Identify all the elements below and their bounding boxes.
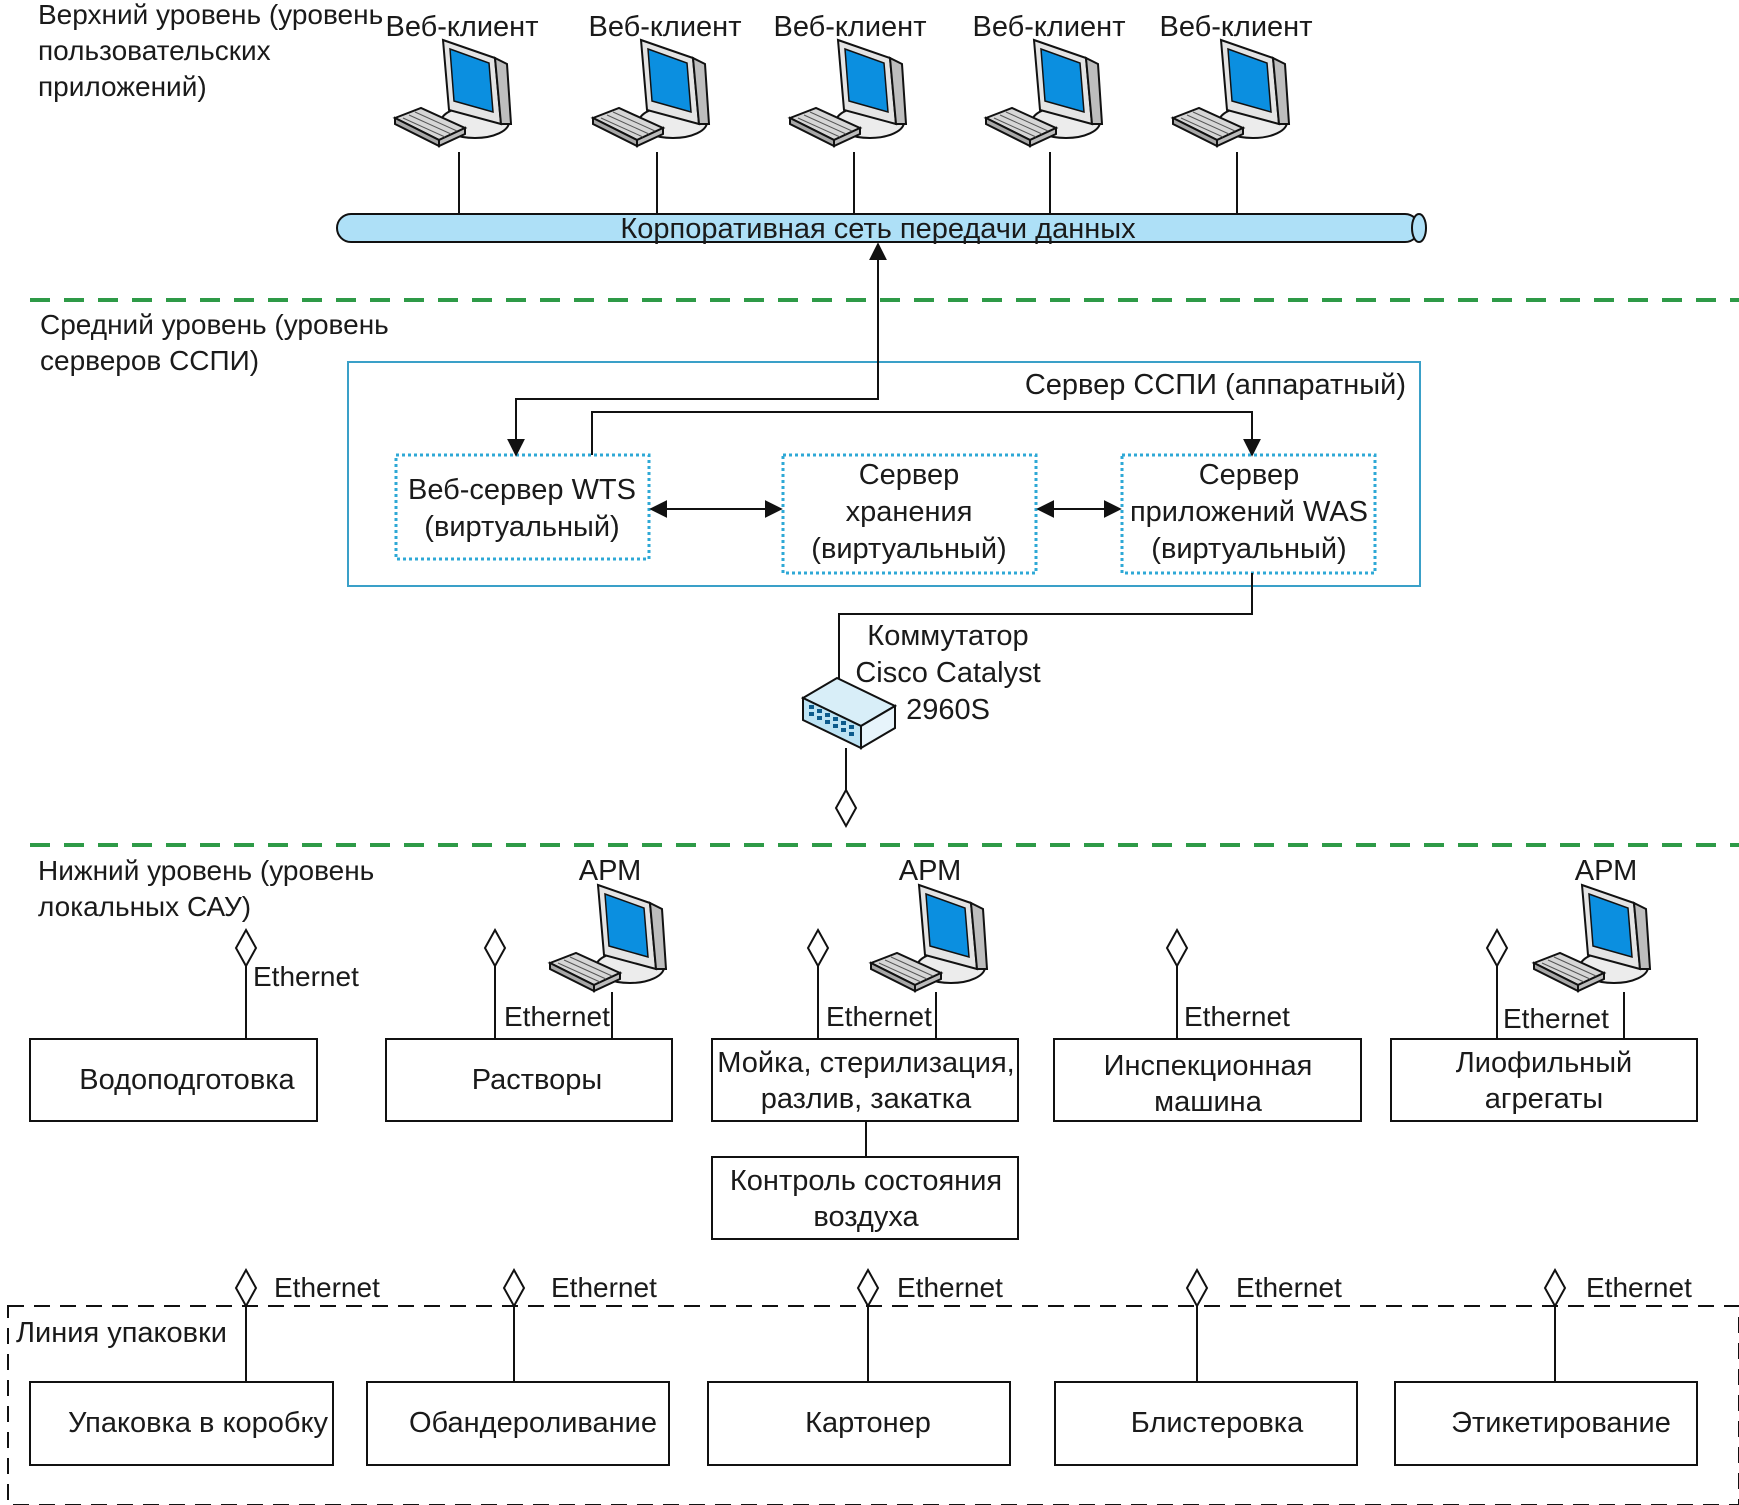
server-connectors	[507, 242, 1261, 690]
local-system-label: Водоподготовка	[79, 1064, 295, 1096]
bottom-level-caption: Нижний уровень (уровень локальных САУ)	[38, 855, 374, 922]
web-client-label: Веб-клиент	[386, 11, 539, 43]
local-system-box	[29, 1038, 318, 1122]
corporate-network-pipe	[336, 213, 1427, 243]
app-server-was-label: приложений WAS	[1130, 496, 1368, 528]
local-system-label: разлив, закатка	[761, 1083, 972, 1115]
packing-unit-label: Этикетирование	[1451, 1407, 1671, 1439]
top-level-caption-line: Верхний уровень (уровень	[38, 0, 383, 30]
switch-label: Коммутатор	[867, 620, 1028, 652]
web-server-wts-label: Веб-сервер WTS	[408, 474, 636, 506]
air-control-box	[711, 1156, 1019, 1240]
storage-server-label: (виртуальный)	[811, 533, 1006, 565]
ethernet-label: Ethernet	[253, 961, 359, 992]
packing-unit-box	[29, 1381, 334, 1466]
workstation-computer-icon	[1533, 884, 1651, 992]
local-ethernet-lines	[245, 966, 1625, 1039]
storage-server-box	[781, 453, 1038, 575]
connector-diamond-icon	[234, 927, 258, 969]
connector-diamond-icon	[856, 1267, 880, 1309]
web-client-label: Веб-клиент	[973, 11, 1126, 43]
web-client-label: Веб-клиент	[589, 11, 742, 43]
web-client-computer-icon	[394, 39, 512, 147]
connector-diamond-icon	[1485, 927, 1509, 969]
ethernet-label: Ethernet	[504, 1001, 610, 1032]
switch-label: Cisco Catalyst	[855, 657, 1040, 689]
packing-unit-label: Обандероливание	[409, 1407, 657, 1439]
workstation-label: АРМ	[579, 855, 642, 887]
ethernet-label: Ethernet	[1236, 1272, 1342, 1303]
web-client-computer-icon	[592, 39, 710, 147]
middle-level-caption: Средний уровень (уровень серверов ССПИ)	[40, 309, 389, 376]
connector-diamond-icon	[1543, 1267, 1567, 1309]
web-client-computer-icon	[985, 39, 1103, 147]
ethernet-label: Ethernet	[1586, 1272, 1692, 1303]
web-client-label: Веб-клиент	[1160, 11, 1313, 43]
network-label: Корпоративная сеть передачи данных	[620, 213, 1136, 245]
local-system-label: Растворы	[472, 1064, 602, 1096]
ethernet-label: Ethernet	[826, 1001, 932, 1032]
web-client-computer-icon	[789, 39, 907, 147]
client-connection-lines	[458, 152, 1238, 214]
ethernet-label: Ethernet	[1503, 1003, 1609, 1034]
packing-line-frame	[7, 1305, 1739, 1505]
connector-diamond-icon	[806, 927, 830, 969]
connector-diamond-icon	[834, 787, 858, 829]
web-client-computer-icon	[1172, 39, 1290, 147]
storage-server-label: хранения	[846, 496, 973, 528]
packing-unit-box	[1394, 1381, 1698, 1466]
web-client-label: Веб-клиент	[774, 11, 927, 43]
ethernet-label: Ethernet	[1184, 1001, 1290, 1032]
middle-level-caption-line: Средний уровень (уровень	[40, 309, 389, 340]
local-system-label: Инспекционная	[1104, 1050, 1313, 1082]
bottom-level-caption-line: Нижний уровень (уровень	[38, 855, 374, 886]
packing-unit-label: Блистеровка	[1131, 1407, 1304, 1439]
local-system-box	[1053, 1038, 1362, 1122]
web-server-wts-label: (виртуальный)	[424, 511, 619, 543]
ethernet-label: Ethernet	[897, 1272, 1003, 1303]
local-system-box	[711, 1038, 1019, 1122]
air-control-label: воздуха	[813, 1201, 919, 1233]
local-system-label: машина	[1154, 1086, 1263, 1118]
packing-unit-box	[707, 1381, 1011, 1466]
storage-server-label: Сервер	[859, 459, 960, 491]
connector-diamond-icon	[1165, 927, 1189, 969]
server-hardware-label: Сервер ССПИ (аппаратный)	[1025, 369, 1406, 401]
workstation-label: АРМ	[1575, 855, 1638, 887]
bottom-level-caption-line: локальных САУ)	[38, 891, 251, 922]
packing-unit-label: Картонер	[805, 1407, 931, 1439]
workstation-computer-icon	[870, 884, 988, 992]
packing-ethernet-lines	[245, 1306, 1556, 1382]
ethernet-label: Ethernet	[274, 1272, 380, 1303]
connector-diamond-icon	[502, 1267, 526, 1309]
air-control-label: Контроль состояния	[730, 1165, 1002, 1197]
local-system-label: агрегаты	[1485, 1083, 1604, 1115]
packing-unit-box	[366, 1381, 670, 1466]
network-switch-icon	[800, 676, 898, 750]
top-level-caption: Верхний уровень (уровень пользовательски…	[38, 0, 383, 102]
local-system-label: Мойка, стерилизация,	[717, 1047, 1014, 1079]
connector-diamond-icon	[1185, 1267, 1209, 1309]
middle-level-caption-line: серверов ССПИ)	[40, 345, 259, 376]
packing-unit-label: Упаковка в коробку	[68, 1407, 328, 1439]
top-level-caption-line: пользовательских	[38, 35, 271, 66]
app-server-was-label: (виртуальный)	[1151, 533, 1346, 565]
packing-unit-box	[1054, 1381, 1358, 1466]
connector-diamond-icon	[234, 1267, 258, 1309]
local-system-label: Лиофильный	[1456, 1047, 1633, 1079]
workstation-computer-icon	[549, 884, 667, 992]
local-system-box	[1390, 1038, 1698, 1122]
web-server-wts-box	[394, 453, 651, 561]
workstation-label: АРМ	[899, 855, 962, 887]
ethernet-label: Ethernet	[551, 1272, 657, 1303]
local-system-box	[385, 1038, 673, 1122]
app-server-was-label: Сервер	[1199, 459, 1300, 491]
switch-label: 2960S	[906, 694, 990, 726]
top-level-caption-line: приложений)	[38, 71, 207, 102]
connector-diamond-icon	[483, 927, 507, 969]
packing-line-label: Линия упаковки	[16, 1317, 227, 1349]
